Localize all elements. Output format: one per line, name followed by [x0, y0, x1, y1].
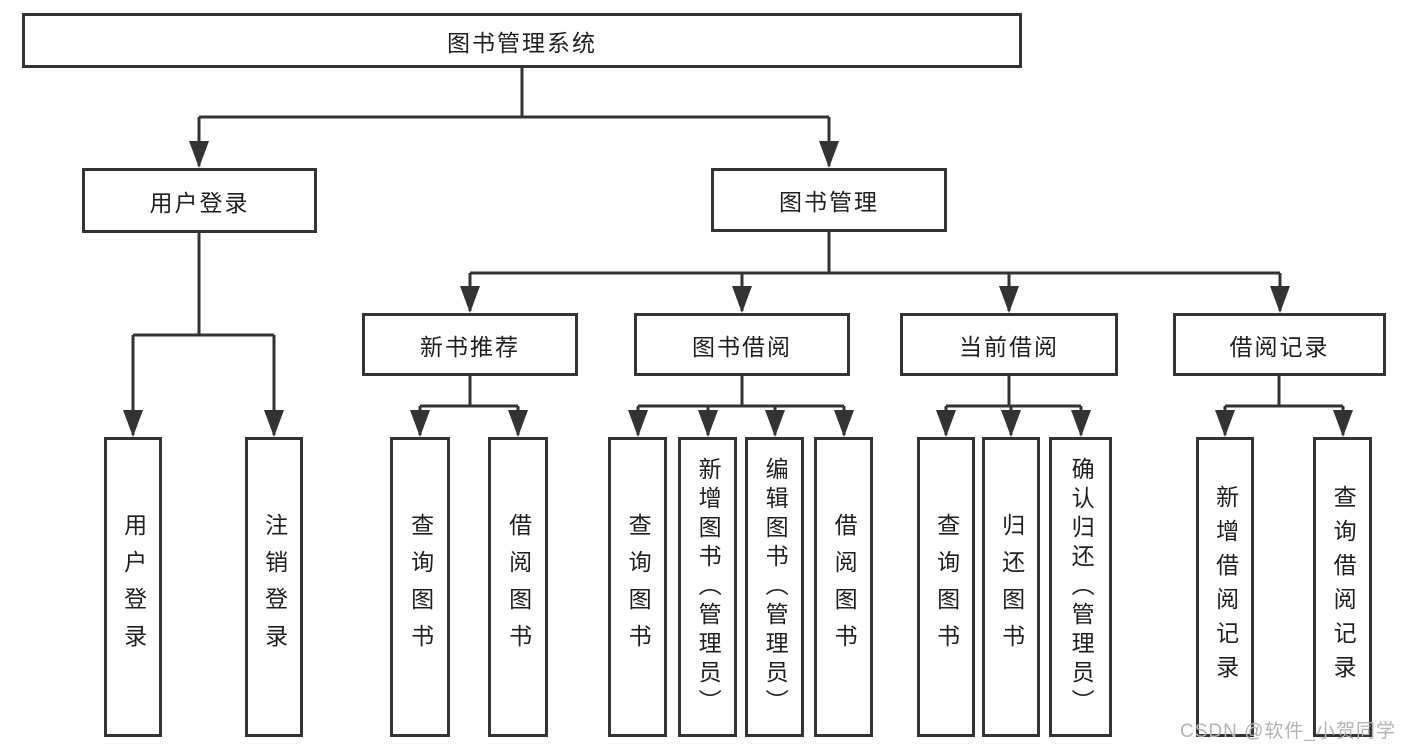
node-book-management: 图书管理 [711, 168, 947, 232]
leaf-edit-books-admin: 编辑图书（管理员） [745, 437, 804, 737]
node-label: 当前借阅 [959, 333, 1059, 360]
leaf-label: 归还图书 [998, 513, 1025, 661]
leaf-logout: 注销登录 [245, 437, 303, 737]
node-label: 图书管理 [779, 189, 879, 215]
node-label: 借阅记录 [1229, 333, 1330, 360]
node-new-book-recommendation: 新书推荐 [362, 313, 578, 376]
leaf-label: 注销登录 [261, 513, 288, 661]
leaf-label: 查询图书 [933, 513, 960, 661]
leaf-query-books-2: 查询图书 [608, 437, 667, 737]
leaf-borrow-books-2: 借阅图书 [814, 437, 873, 737]
leaf-label: 借阅图书 [831, 513, 858, 661]
node-borrowing-records: 借阅记录 [1173, 313, 1386, 376]
node-label: 图书借阅 [692, 333, 792, 360]
leaf-label: 编辑图书（管理员） [762, 456, 789, 718]
leaf-user-login: 用户登录 [104, 437, 162, 737]
node-label: 用户登录 [149, 189, 250, 216]
leaf-label: 新增图书（管理员） [695, 456, 722, 718]
node-book-management-system: 图书管理系统 [22, 13, 1022, 68]
leaf-label: 查询借阅记录 [1330, 485, 1357, 689]
leaf-query-borrow-record: 查询借阅记录 [1313, 437, 1372, 737]
leaf-return-books: 归还图书 [982, 437, 1040, 737]
leaf-label: 查询图书 [407, 513, 434, 661]
node-user-login-group: 用户登录 [82, 168, 317, 233]
node-label: 新书推荐 [420, 333, 520, 360]
leaf-label: 用户登录 [120, 513, 147, 661]
leaf-query-books-1: 查询图书 [390, 437, 450, 737]
leaf-label: 借阅图书 [505, 513, 532, 661]
leaf-label: 确认归还（管理员） [1068, 456, 1095, 718]
node-label: 图书管理系统 [447, 29, 597, 56]
leaf-label: 查询图书 [625, 513, 652, 661]
leaf-query-books-3: 查询图书 [917, 437, 975, 737]
csdn-watermark: CSDN @软件_小贺同学 [1180, 721, 1396, 742]
leaf-label: 新增借阅记录 [1212, 485, 1239, 689]
node-book-borrowing: 图书借阅 [634, 313, 850, 376]
leaf-confirm-return-admin: 确认归还（管理员） [1049, 437, 1112, 737]
leaf-add-borrow-record: 新增借阅记录 [1196, 437, 1254, 737]
arrowheads [123, 141, 1353, 437]
node-current-borrowing: 当前借阅 [900, 313, 1118, 376]
leaf-borrow-books-1: 借阅图书 [488, 437, 548, 737]
leaf-add-books-admin: 新增图书（管理员） [678, 437, 737, 737]
